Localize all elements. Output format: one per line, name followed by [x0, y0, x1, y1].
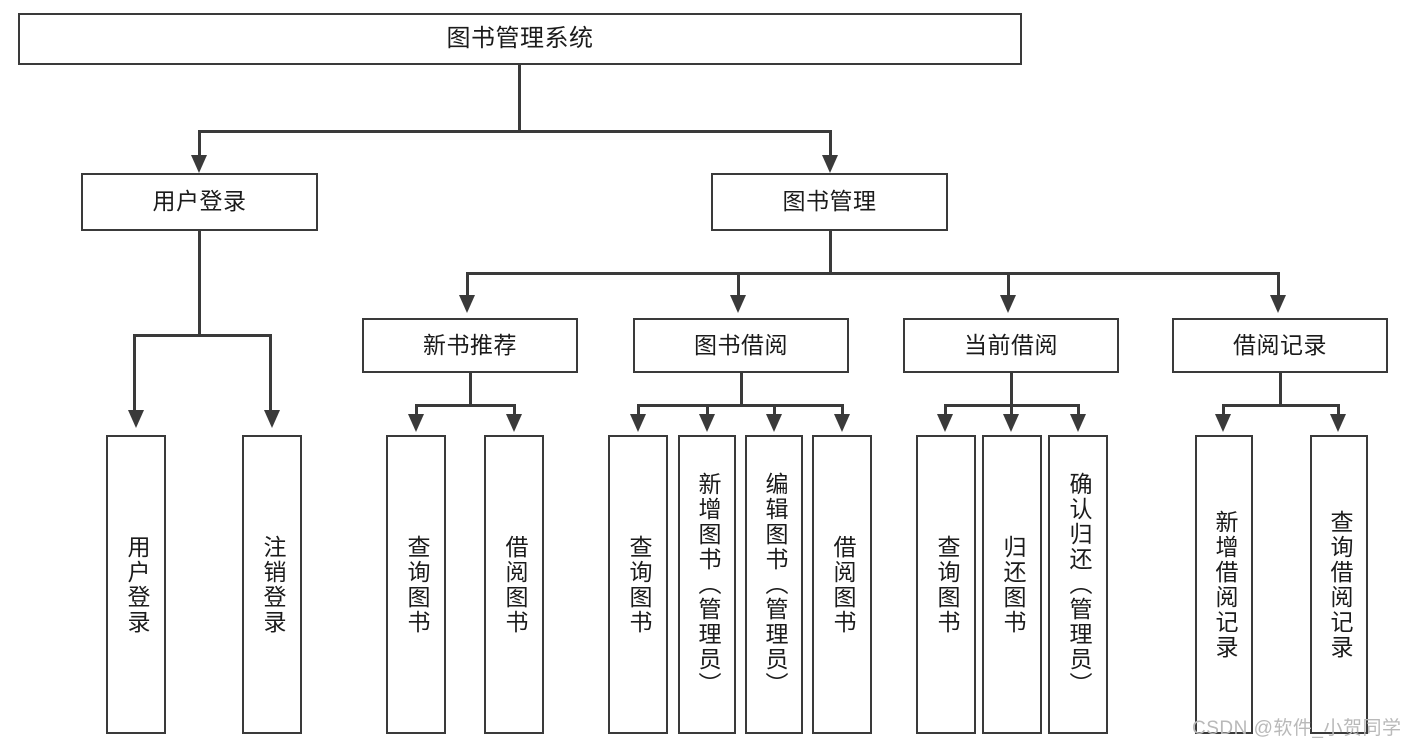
connector-level3-bus — [466, 272, 1280, 275]
node-label: 查询图书 — [933, 534, 960, 635]
node-borrow-records[interactable]: 借阅记录 — [1172, 318, 1388, 373]
arrow-leaf-query-record — [1330, 414, 1346, 432]
connector-book-borrow-stem — [740, 373, 743, 406]
node-label: 用户登录 — [123, 534, 150, 635]
leaf-query-record[interactable]: 查询借阅记录 — [1310, 435, 1368, 734]
node-root-system[interactable]: 图书管理系统 — [18, 13, 1022, 65]
node-label: 查询图书 — [403, 534, 430, 635]
arrow-to-borrow-records — [1270, 295, 1286, 313]
leaf-query-book-1[interactable]: 查询图书 — [386, 435, 446, 734]
arrow-leaf-add-book — [699, 414, 715, 432]
node-label: 新增借阅记录 — [1211, 509, 1238, 660]
connector-borrow-records-stem — [1279, 373, 1282, 406]
node-label: 查询图书 — [625, 534, 652, 635]
arrow-leaf-query-book-3 — [937, 414, 953, 432]
leaf-add-book[interactable]: 新增图书（管理员） — [678, 435, 736, 734]
leaf-borrow-book-2[interactable]: 借阅图书 — [812, 435, 872, 734]
node-label: 用户登录 — [152, 188, 247, 215]
arrow-leaf-user-login — [128, 410, 144, 428]
node-label: 借阅图书 — [501, 534, 528, 635]
node-label: 归还图书 — [999, 534, 1026, 635]
connector-book-management-stem — [829, 231, 832, 274]
leaf-borrow-book-1[interactable]: 借阅图书 — [484, 435, 544, 734]
leaf-query-book-2[interactable]: 查询图书 — [608, 435, 668, 734]
node-label: 图书管理 — [782, 188, 877, 215]
connector-borrow-records-bus — [1222, 404, 1339, 407]
connector-user-login-drop-1 — [133, 334, 136, 414]
leaf-edit-book[interactable]: 编辑图书（管理员） — [745, 435, 803, 734]
node-label: 确认归还（管理员） — [1065, 472, 1092, 697]
connector-to-new-book-recommend — [466, 272, 469, 298]
node-book-borrow[interactable]: 图书借阅 — [633, 318, 849, 373]
node-user-login[interactable]: 用户登录 — [81, 173, 318, 231]
connector-root-stem — [518, 65, 521, 132]
connector-cb-drop-3 — [1077, 404, 1080, 418]
node-label: 编辑图书（管理员） — [761, 472, 788, 697]
connector-current-borrow-stem — [1010, 373, 1013, 406]
connector-to-borrow-records — [1277, 272, 1280, 298]
arrow-leaf-logout — [264, 410, 280, 428]
node-new-book-recommend[interactable]: 新书推荐 — [362, 318, 578, 373]
connector-cb-drop-2 — [1010, 404, 1013, 418]
arrow-to-new-book-recommend — [459, 295, 475, 313]
node-book-management[interactable]: 图书管理 — [711, 173, 948, 231]
node-label: 借阅图书 — [829, 534, 856, 635]
connector-bb-drop-2 — [706, 404, 709, 418]
connector-user-login-bus — [133, 334, 270, 337]
node-label: 新书推荐 — [423, 331, 517, 358]
connector-br-drop-2 — [1337, 404, 1340, 418]
csdn-watermark: CSDN @软件_小贺同学 — [1192, 718, 1402, 739]
connector-book-borrow-bus — [637, 404, 844, 407]
arrow-leaf-add-record — [1215, 414, 1231, 432]
node-label: 新增图书（管理员） — [694, 472, 721, 697]
connector-bb-drop-4 — [841, 404, 844, 418]
connector-nbr-drop-2 — [513, 404, 516, 418]
arrow-leaf-query-book-2 — [630, 414, 646, 432]
connector-bb-drop-3 — [773, 404, 776, 418]
connector-bb-drop-1 — [637, 404, 640, 418]
connector-new-book-recommend-bus — [415, 404, 515, 407]
node-label: 注销登录 — [259, 534, 286, 635]
leaf-logout[interactable]: 注销登录 — [242, 435, 302, 734]
connector-cb-drop-1 — [944, 404, 947, 418]
node-label: 查询借阅记录 — [1326, 509, 1353, 660]
node-current-borrow[interactable]: 当前借阅 — [903, 318, 1119, 373]
leaf-query-book-3[interactable]: 查询图书 — [916, 435, 976, 734]
node-label: 当前借阅 — [964, 331, 1058, 358]
arrow-to-book-management — [822, 155, 838, 173]
node-label: 借阅记录 — [1233, 331, 1327, 358]
connector-user-login-drop-2 — [269, 334, 272, 414]
arrow-leaf-borrow-book-1 — [506, 414, 522, 432]
leaf-confirm-return[interactable]: 确认归还（管理员） — [1048, 435, 1108, 734]
leaf-return-book[interactable]: 归还图书 — [982, 435, 1042, 734]
arrow-leaf-edit-book — [766, 414, 782, 432]
connector-to-book-management — [829, 130, 832, 158]
arrow-leaf-borrow-book-2 — [834, 414, 850, 432]
node-label: 图书管理系统 — [446, 24, 594, 52]
connector-user-login-stem — [198, 231, 201, 336]
arrow-to-current-borrow — [1000, 295, 1016, 313]
connector-to-user-login — [198, 130, 201, 158]
arrow-leaf-confirm-return — [1070, 414, 1086, 432]
connector-to-current-borrow — [1007, 272, 1010, 298]
node-label: 图书借阅 — [694, 331, 788, 358]
connector-new-book-recommend-stem — [469, 373, 472, 406]
connector-to-book-borrow — [737, 272, 740, 298]
connector-br-drop-1 — [1222, 404, 1225, 418]
arrow-to-book-borrow — [730, 295, 746, 313]
connector-level2-bus — [198, 130, 831, 133]
leaf-user-login[interactable]: 用户登录 — [106, 435, 166, 734]
leaf-add-record[interactable]: 新增借阅记录 — [1195, 435, 1253, 734]
arrow-to-user-login — [191, 155, 207, 173]
connector-nbr-drop-1 — [415, 404, 418, 418]
arrow-leaf-query-book-1 — [408, 414, 424, 432]
arrow-leaf-return-book — [1003, 414, 1019, 432]
